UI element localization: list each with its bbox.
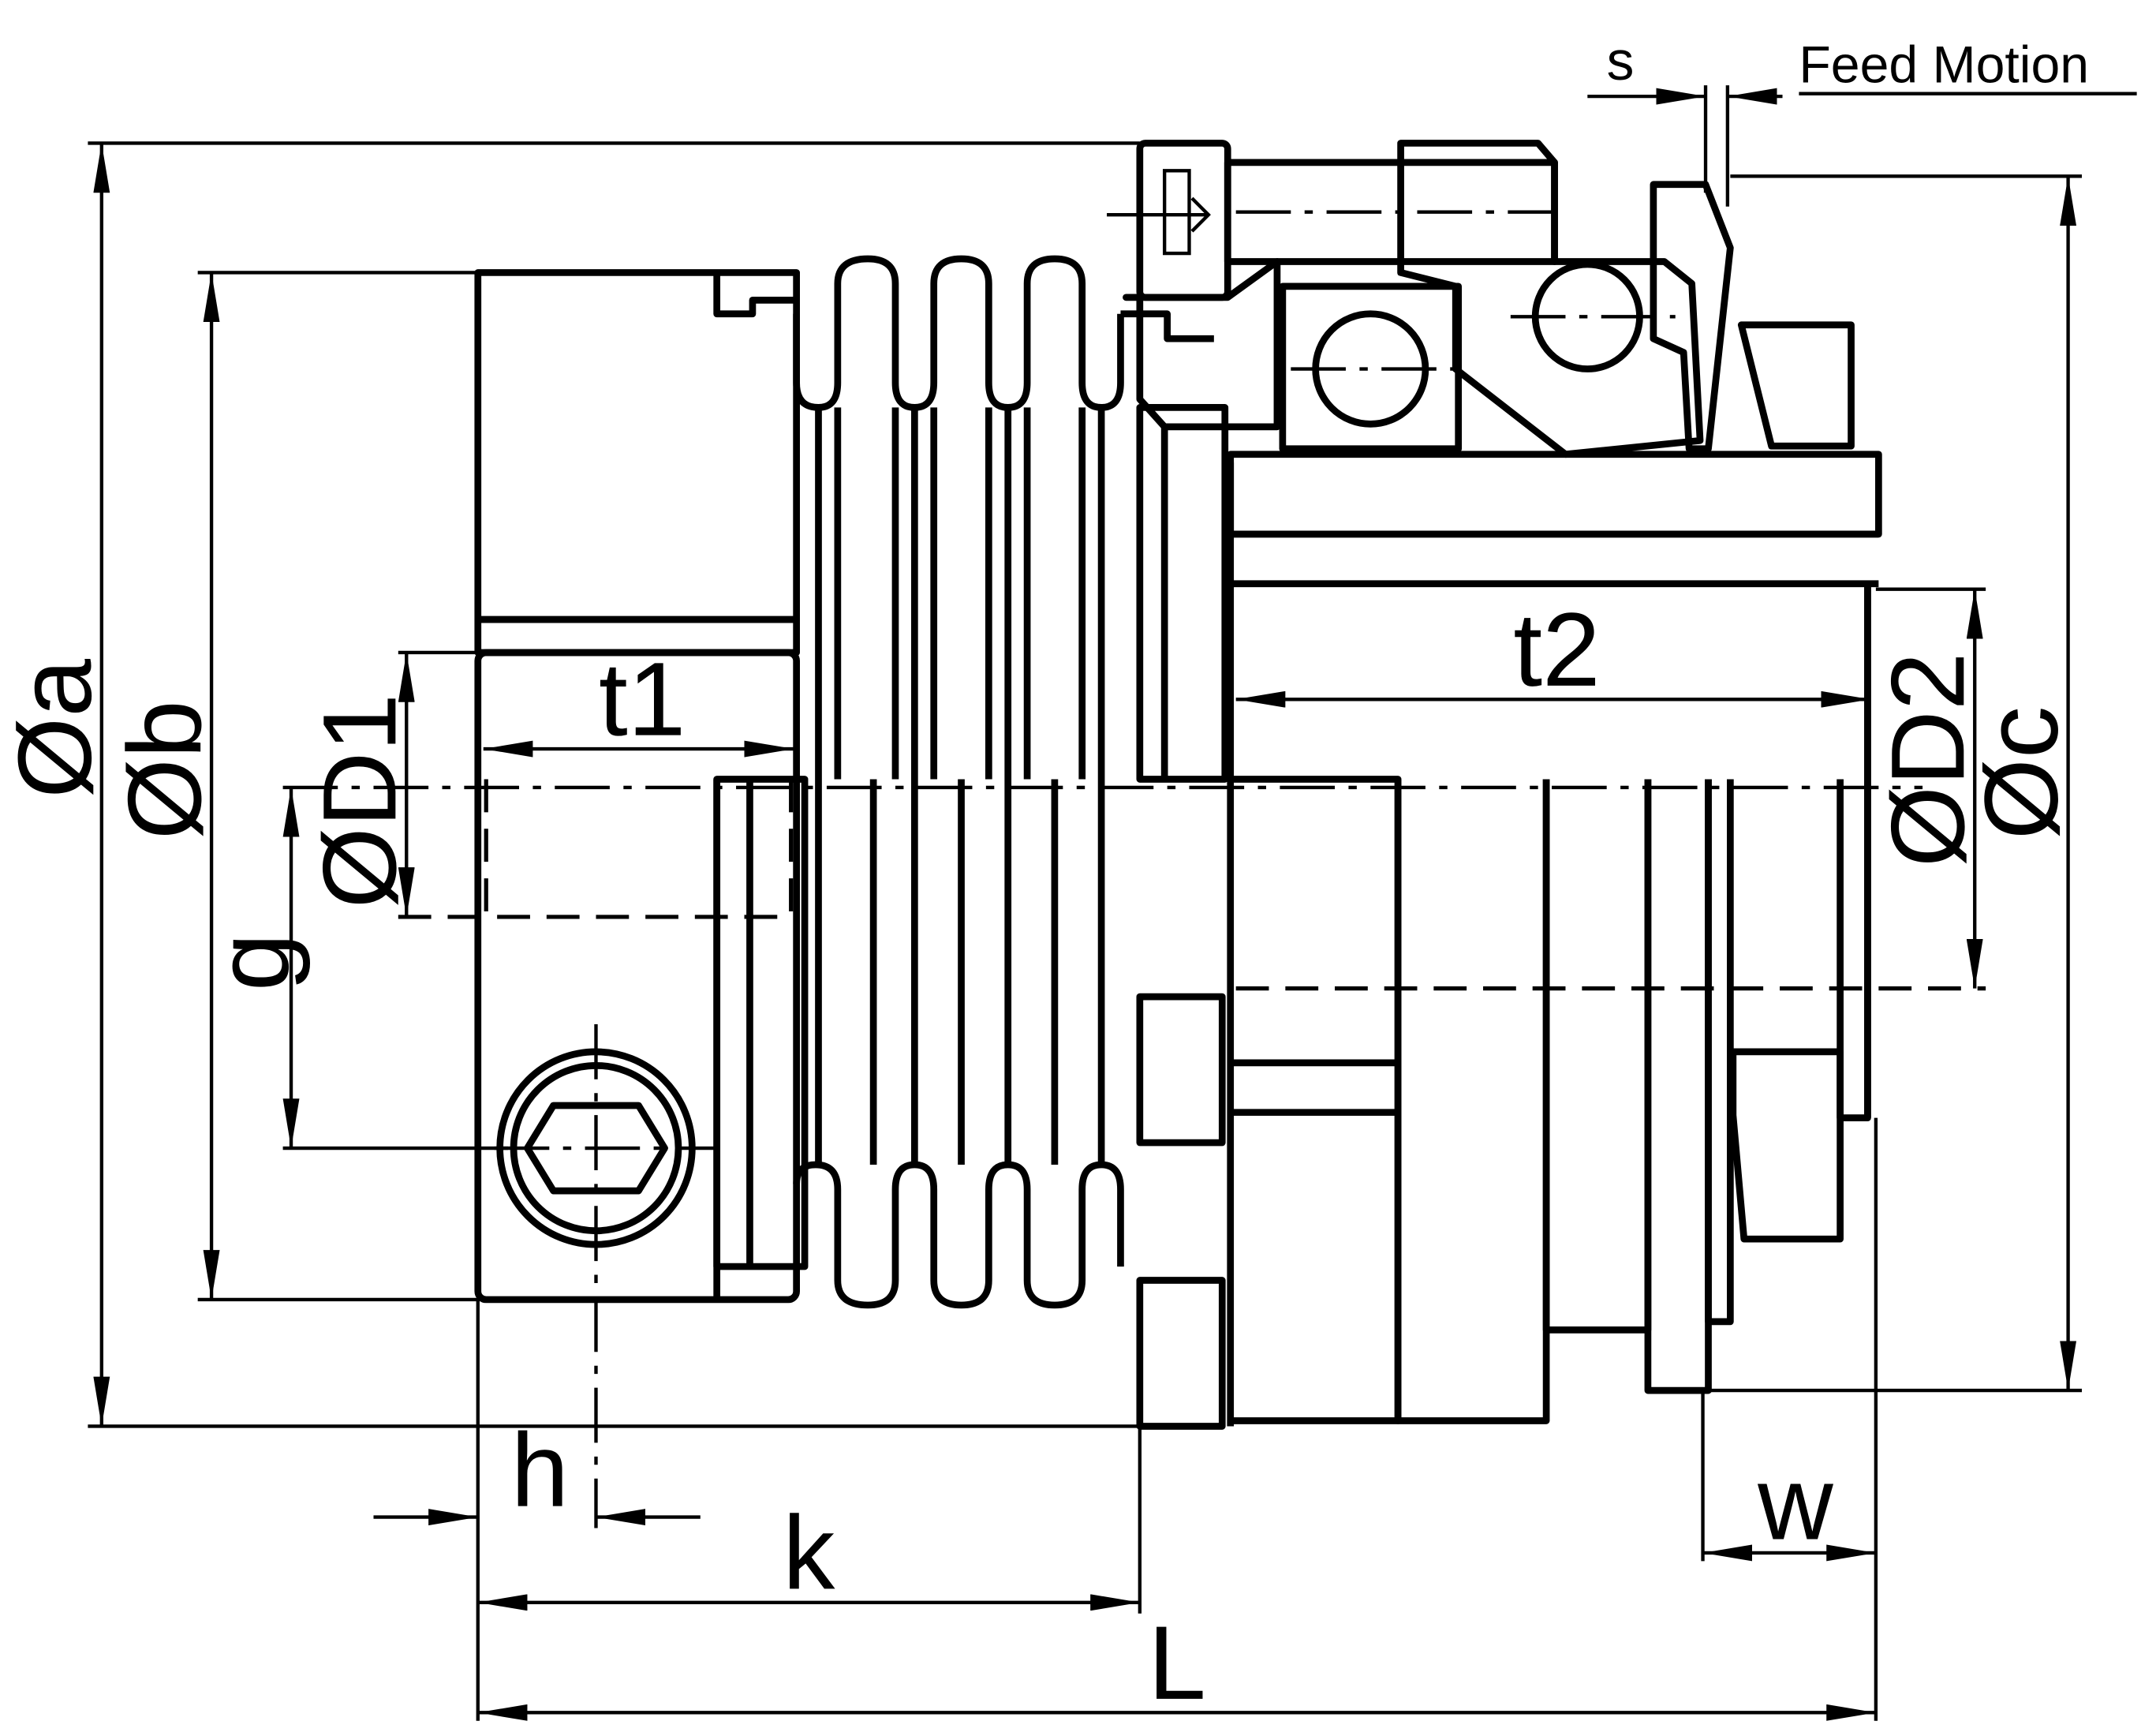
right-hub bbox=[1136, 462, 1871, 1430]
label-s: s bbox=[1607, 30, 1635, 92]
dim-d2 bbox=[1875, 587, 1986, 989]
dim-a bbox=[88, 141, 1140, 1428]
label-k: k bbox=[783, 1495, 835, 1611]
left-hub-section bbox=[474, 269, 800, 623]
label-L: L bbox=[1148, 1605, 1206, 1722]
clamp-screw-section bbox=[1107, 140, 1558, 783]
label-dia-d2: ØD2 bbox=[1870, 653, 1986, 868]
label-dia-c: Øc bbox=[1964, 706, 2080, 840]
dim-L bbox=[477, 1117, 1878, 1721]
label-feed-motion: Feed Motion bbox=[1799, 36, 2089, 95]
dim-c bbox=[1710, 174, 2082, 1393]
dim-s bbox=[1587, 85, 2137, 207]
dim-b bbox=[197, 271, 478, 1302]
label-dia-d1: ØD1 bbox=[301, 694, 418, 909]
label-g: g bbox=[195, 933, 312, 991]
label-w: w bbox=[1757, 1445, 1833, 1562]
dim-g bbox=[282, 787, 509, 1150]
label-t2: t2 bbox=[1513, 592, 1600, 709]
dim-k bbox=[477, 1426, 1142, 1614]
dim-d1 bbox=[398, 650, 484, 917]
left-hub bbox=[474, 269, 809, 1304]
label-t1: t1 bbox=[599, 642, 686, 758]
dim-h bbox=[373, 1299, 701, 1721]
label-h: h bbox=[511, 1412, 570, 1529]
bearing-assembly bbox=[1227, 140, 1882, 588]
clamp-screw-head bbox=[494, 1024, 715, 1528]
label-dia-a: Øa bbox=[0, 659, 114, 799]
metal-bellows bbox=[793, 255, 1124, 1309]
dim-w bbox=[1701, 1390, 1876, 1562]
label-dia-b: Øb bbox=[106, 700, 223, 840]
